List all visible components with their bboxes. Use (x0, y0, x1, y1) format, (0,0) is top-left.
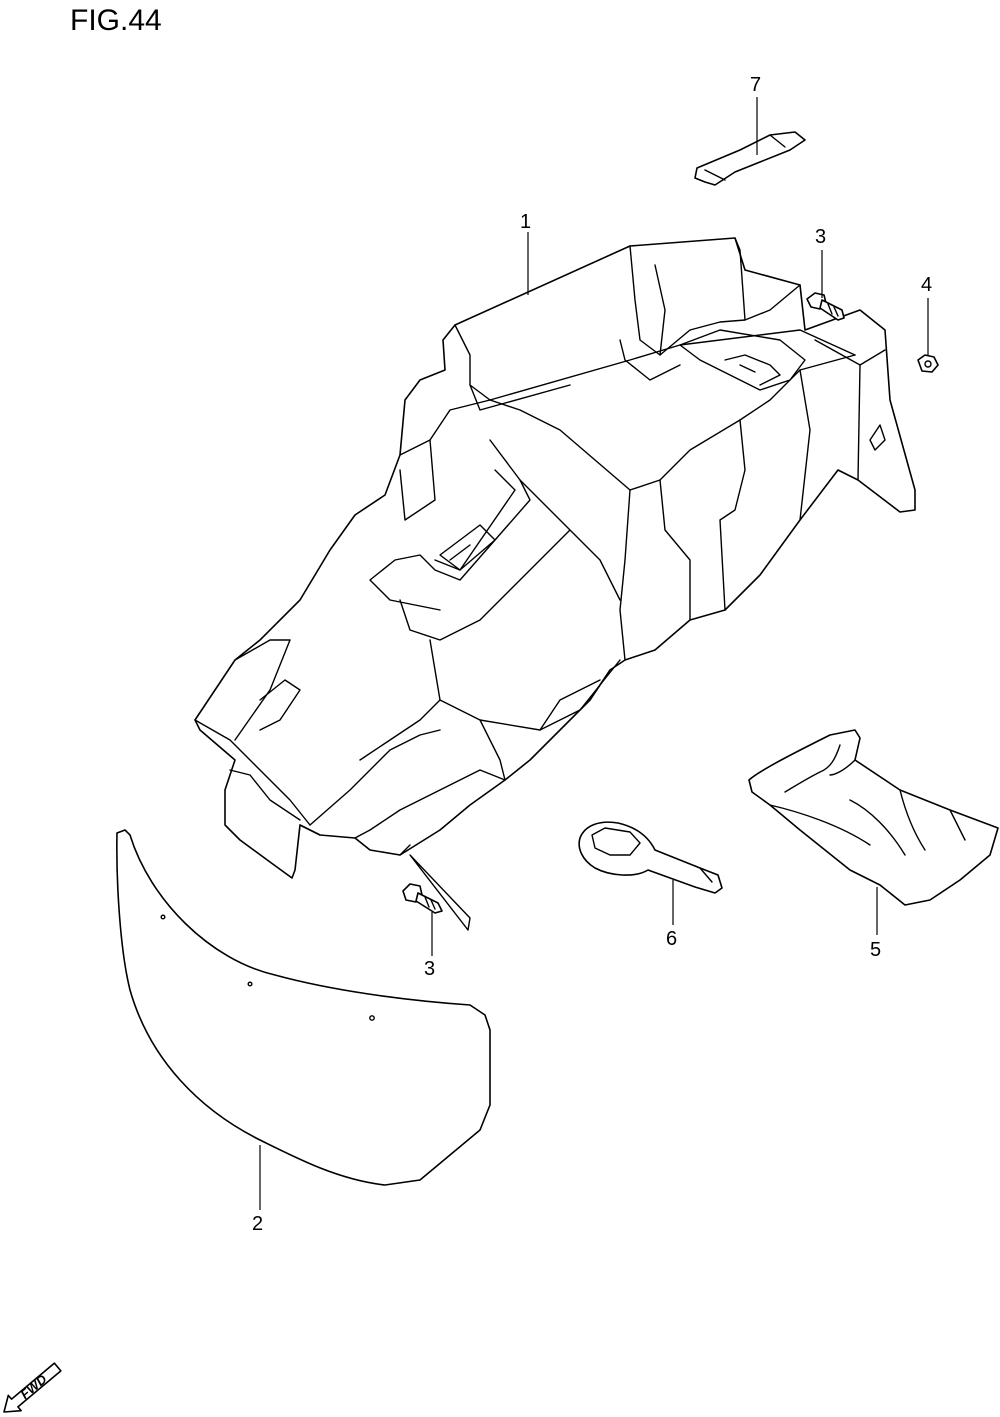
part-5-tool-bag[interactable] (748, 729, 999, 906)
part-6-wrench[interactable] (578, 821, 723, 894)
part-1-rear-fender[interactable] (194, 237, 916, 879)
leader-lines (259, 97, 929, 1210)
callout-2: 2 (252, 1213, 263, 1235)
part-3-bolt-lower[interactable] (402, 854, 471, 931)
callout-6: 6 (666, 928, 677, 950)
figure-title: FIG.44 (70, 4, 162, 37)
callout-4: 4 (921, 274, 932, 296)
part-4-nut[interactable] (917, 354, 939, 373)
part-7-strap[interactable] (694, 131, 806, 186)
callout-labels: 1 2 3 3 4 5 6 7 (252, 74, 932, 1235)
callout-3-upper: 3 (815, 226, 826, 248)
part-3-bolt-upper[interactable] (806, 292, 845, 321)
callout-5: 5 (870, 939, 881, 961)
callout-1: 1 (520, 211, 531, 233)
callout-3-lower: 3 (424, 958, 435, 980)
callout-7: 7 (750, 74, 761, 96)
part-2-mud-panel[interactable] (116, 829, 491, 1186)
fwd-direction-arrow: FWD (3, 1362, 62, 1413)
